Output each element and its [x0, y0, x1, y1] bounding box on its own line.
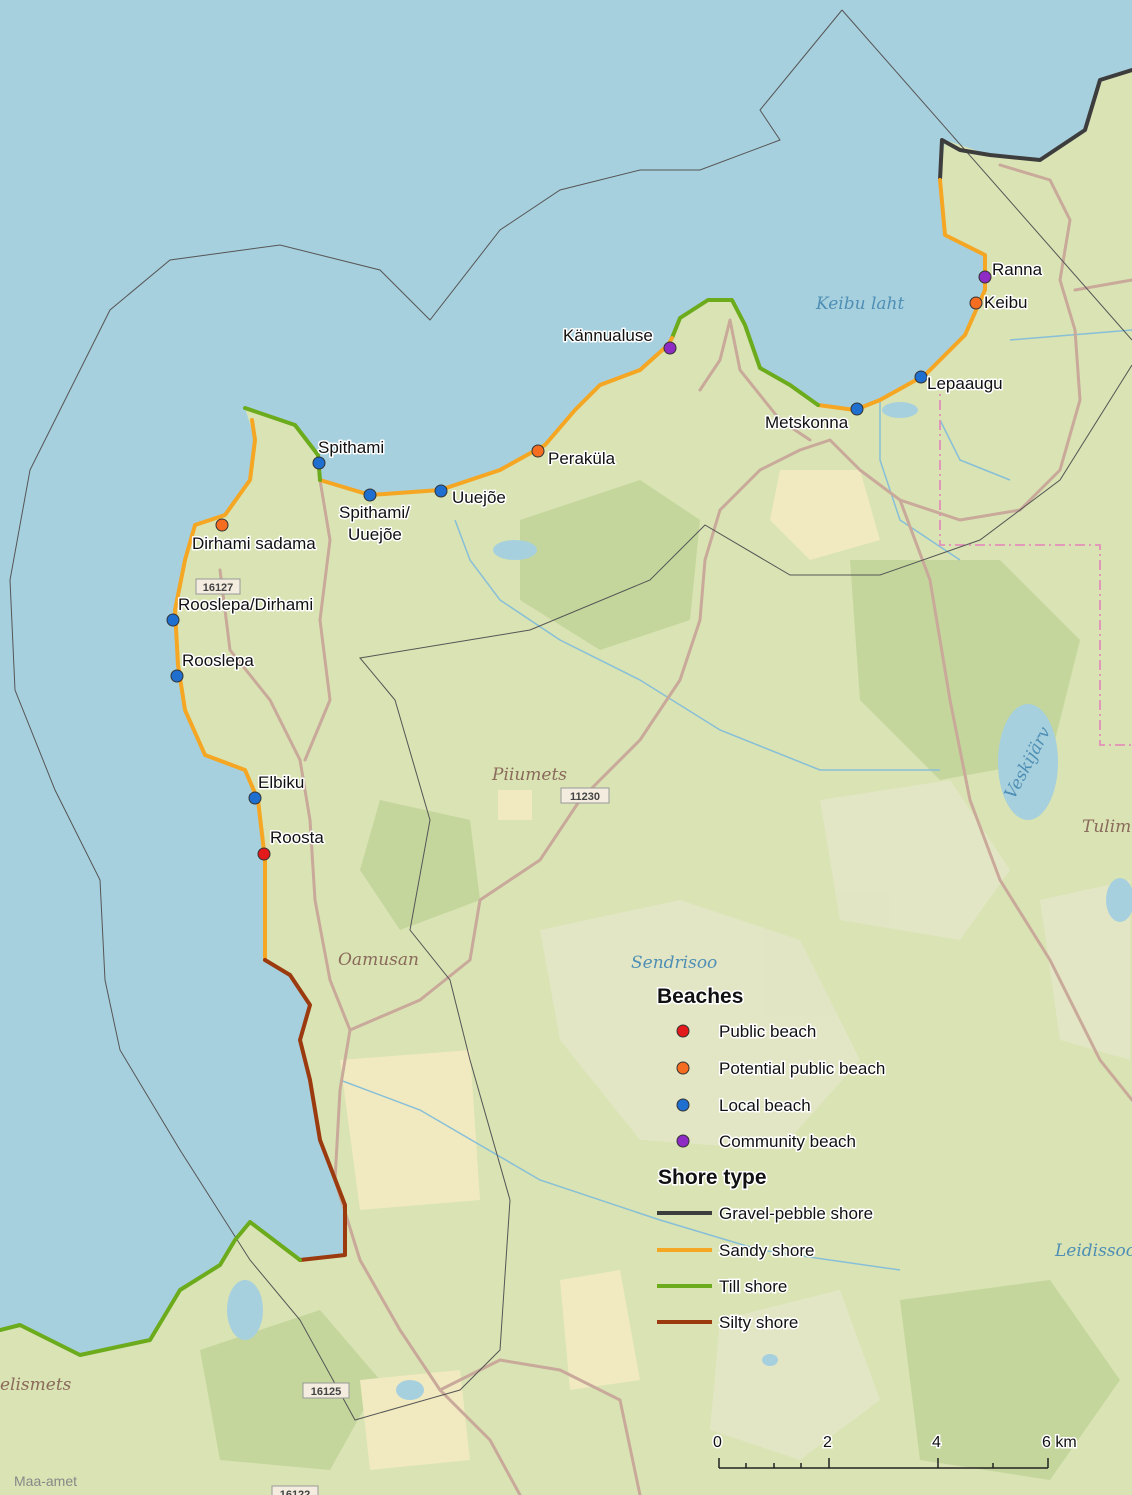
label-ranna: Ranna [992, 260, 1043, 279]
scale-labels: 0 2 4 6 km [712, 1433, 1079, 1453]
beach-rooslepa[interactable] [170, 669, 184, 683]
scale-tick-4: 4 [932, 1434, 941, 1451]
place-names: Piiumets Oamusan elismets Tulim Leidisso… [0, 765, 1132, 1395]
label-rooslepa: Rooslepa [182, 651, 254, 670]
legend-public-dot [676, 1024, 690, 1038]
beach-lepaaugu[interactable] [914, 370, 928, 384]
legend-community-dot [676, 1134, 690, 1148]
boundary-pink [939, 380, 1132, 746]
label-kannualuse: Kännualuse [563, 326, 653, 345]
road-11230: 11230 [570, 791, 600, 803]
beach-uuejoe[interactable] [434, 484, 448, 498]
beach-spithami-uuejoe[interactable] [363, 488, 377, 502]
beach-ranna[interactable] [978, 270, 992, 284]
beach-metskonna[interactable] [850, 402, 864, 416]
shore-till-south [0, 1220, 302, 1357]
water-sendrisoo: Sendrisoo [631, 953, 717, 973]
bog-areas [540, 780, 1130, 1460]
legend-potential-label: Potential public beach [719, 1059, 885, 1078]
label-dirhami-sadama: Dirhami sadama [192, 534, 316, 553]
beach-labels: Ranna Keibu Kännualuse Lepaaugu Metskonn… [177, 259, 1045, 849]
boundary-grey [9, 9, 1132, 1421]
label-perakula: Peraküla [548, 449, 616, 468]
scale-tick-6: 6 km [1042, 1434, 1077, 1451]
place-tulim: Tulim [1082, 817, 1131, 837]
legend-potential-dot [676, 1061, 690, 1075]
place-piiumets: Piiumets [491, 765, 567, 785]
beach-perakula[interactable] [531, 444, 545, 458]
road-shields: 16127 11230 16125 16122 [195, 578, 610, 1495]
shore-silty [263, 958, 347, 1262]
label-spithami-uuejoe-2: Uuejõe [348, 525, 402, 544]
place-leidissoo: Leidissoo [1054, 1241, 1132, 1261]
beach-kannualuse[interactable] [663, 341, 677, 355]
label-keibu: Keibu [984, 293, 1027, 312]
beach-roosta[interactable] [257, 847, 271, 861]
label-elbiku: Elbiku [258, 773, 304, 792]
map-credit: Maa-amet [14, 1473, 77, 1489]
legend-till-label: Till shore [719, 1277, 787, 1296]
road-16122: 16122 [280, 1489, 311, 1495]
scale-tick-0: 0 [713, 1434, 722, 1451]
beach-rooslepa-dirhami[interactable] [166, 613, 180, 627]
label-spithami: Spithami [318, 438, 384, 457]
place-oamusan: Oamusan [338, 950, 419, 970]
road-16125: 16125 [311, 1386, 342, 1398]
legend-public-label: Public beach [719, 1022, 816, 1041]
legend-silty-label: Silty shore [719, 1313, 798, 1332]
water-keibu-laht: Keibu laht [815, 294, 904, 314]
label-lepaaugu: Lepaaugu [927, 374, 1003, 393]
label-uuejoe: Uuejõe [452, 488, 506, 507]
beach-elbiku[interactable] [248, 791, 262, 805]
beach-keibu[interactable] [969, 296, 983, 310]
beach-points [166, 270, 992, 861]
land-mass [0, 70, 1132, 1495]
lakes [227, 402, 1132, 1400]
shore-sandy-east [816, 178, 987, 412]
label-metskonna: Metskonna [765, 413, 849, 432]
scale-bar [718, 1458, 1049, 1469]
legend-sandy-label: Sandy shore [719, 1241, 814, 1260]
legend-gravel-label: Gravel-pebble shore [719, 1204, 873, 1223]
legend-community-label: Community beach [719, 1132, 856, 1151]
legend: Beaches Public beach Potential public be… [656, 984, 887, 1334]
legend-local-label: Local beach [719, 1096, 811, 1115]
beach-spithami[interactable] [312, 456, 326, 470]
lake-veskijarv [998, 704, 1058, 820]
legend-shore-title: Shore type [658, 1166, 767, 1189]
shore-gravel [938, 68, 1132, 182]
beach-dirhami-sadama[interactable] [215, 518, 229, 532]
shorelines [0, 68, 1132, 1357]
label-roosta: Roosta [270, 828, 324, 847]
roads [218, 163, 1132, 1495]
forest-areas [200, 480, 1120, 1480]
label-spithami-uuejoe-1: Spithami/ [339, 503, 410, 522]
streams [339, 329, 1132, 1271]
shore-sandy-north [318, 336, 674, 497]
place-elismets: elismets [0, 1375, 72, 1395]
legend-local-dot [676, 1098, 690, 1112]
label-rooslepa-dirhami: Rooslepa/Dirhami [178, 595, 313, 614]
legend-beaches-title: Beaches [657, 985, 743, 1008]
scale-tick-2: 2 [823, 1434, 832, 1451]
road-16127: 16127 [203, 582, 234, 594]
shore-till-north [670, 298, 820, 407]
